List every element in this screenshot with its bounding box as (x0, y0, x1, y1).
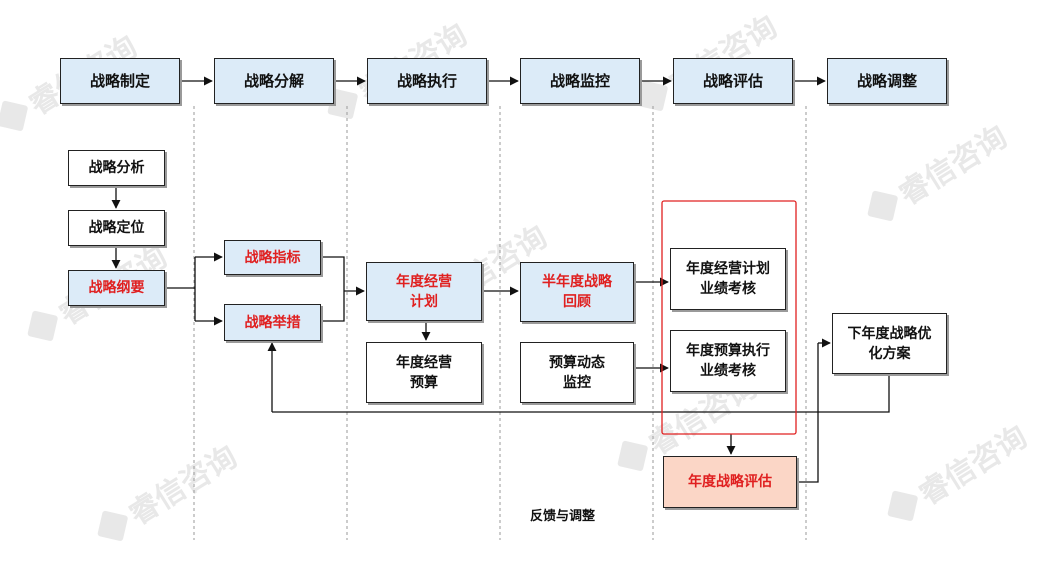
stage-strategy-evaluation: 战略评估 (673, 58, 793, 104)
box-annual-operating-budget: 年度经营预算 (366, 342, 482, 403)
box-budget-performance-assessment: 年度预算执行业绩考核 (670, 330, 786, 392)
column-dividers (193, 106, 807, 540)
box-half-year-review: 半年度战略回顾 (520, 262, 634, 322)
box-strategy-outline: 战略纲要 (68, 270, 165, 306)
box-strategy-analysis: 战略分析 (68, 150, 165, 186)
evaluation-frame (661, 200, 797, 435)
box-budget-monitoring: 预算动态监控 (520, 342, 634, 403)
box-strategy-positioning: 战略定位 (68, 210, 165, 246)
stage-strategy-decomposition: 战略分解 (214, 58, 334, 104)
box-next-year-optimization-plan: 下年度战略优化方案 (832, 313, 947, 374)
stage-strategy-formulation: 战略制定 (60, 58, 180, 104)
box-annual-operating-plan: 年度经营计划 (366, 262, 482, 321)
box-strategy-indicators: 战略指标 (224, 240, 321, 275)
stage-strategy-monitoring: 战略监控 (520, 58, 640, 104)
box-strategy-initiatives: 战略举措 (224, 304, 321, 341)
stage-strategy-execution: 战略执行 (367, 58, 487, 104)
feedback-label: 反馈与调整 (530, 509, 596, 524)
box-plan-performance-assessment: 年度经营计划业绩考核 (670, 248, 786, 310)
box-annual-strategy-evaluation: 年度战略评估 (663, 456, 797, 508)
stage-strategy-adjustment: 战略调整 (827, 58, 947, 104)
